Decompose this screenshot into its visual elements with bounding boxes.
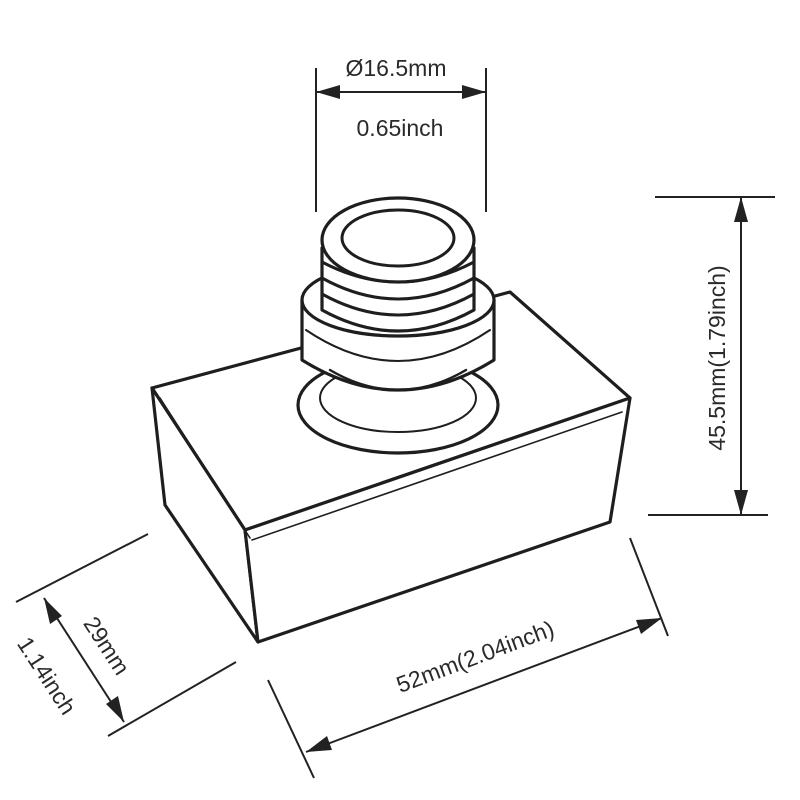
diameter-mm-label: Ø16.5mm — [346, 55, 447, 81]
width-mm-label: 29mm — [78, 612, 135, 680]
width-inch-label: 1.14inch — [12, 632, 81, 719]
length-label: 52mm(2.04inch) — [393, 615, 558, 698]
threaded-fitting — [296, 196, 500, 455]
diameter-inch-label: 0.65inch — [357, 115, 444, 141]
height-label: 45.5mm(1.79inch) — [704, 265, 730, 450]
thread-lower — [328, 368, 468, 392]
dim-height: 45.5mm(1.79inch) — [648, 196, 775, 516]
block-front-face — [243, 396, 632, 644]
fitting-bore — [340, 208, 456, 268]
block-bevel-line — [159, 397, 251, 539]
thread-3 — [320, 292, 476, 317]
collar-edge — [305, 329, 491, 362]
dim-diameter: Ø16.5mm 0.65inch — [315, 55, 487, 212]
dim-width: 29mm 1.14inch — [12, 533, 237, 737]
thread-2 — [320, 276, 476, 301]
block-bevel-line-2 — [251, 411, 623, 541]
